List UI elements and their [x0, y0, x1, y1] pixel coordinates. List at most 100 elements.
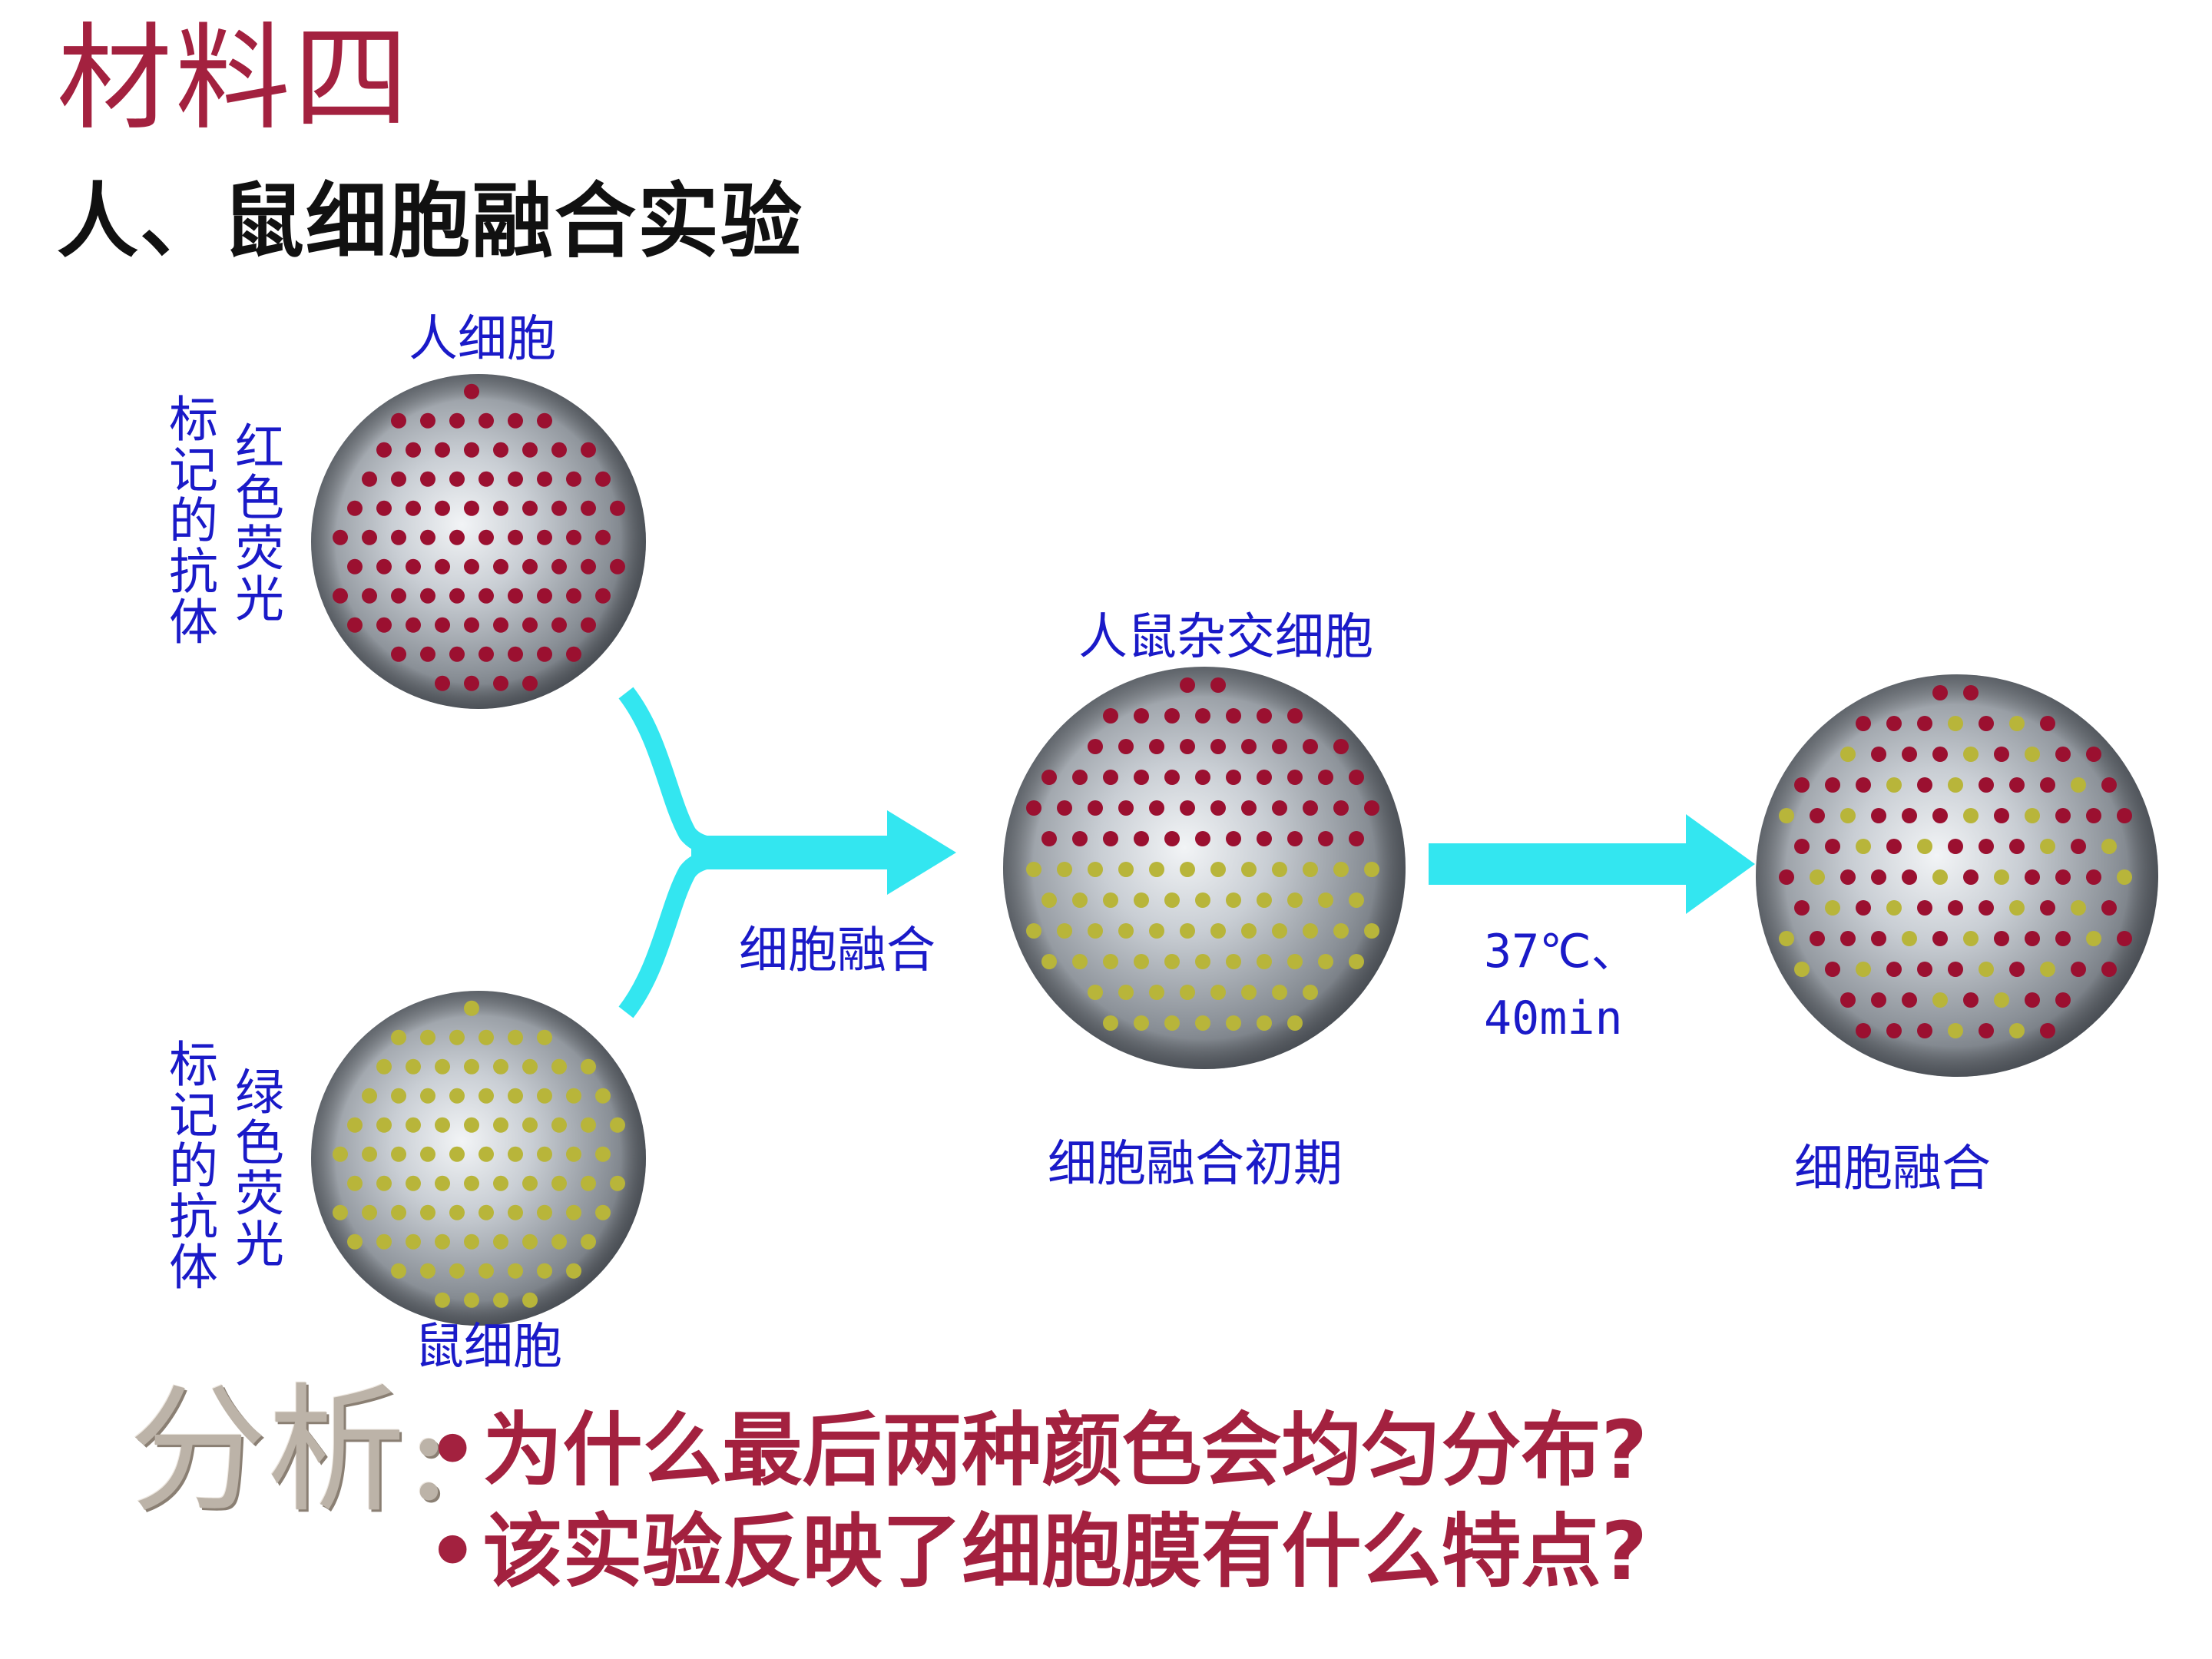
membrane-marker [2025, 808, 2040, 823]
membrane-marker [610, 500, 625, 516]
membrane-marker [595, 529, 611, 545]
membrane-marker [435, 1292, 450, 1308]
membrane-marker [464, 500, 479, 516]
membrane-marker [1210, 985, 1226, 1000]
membrane-marker [1856, 716, 1871, 731]
membrane-marker [595, 1204, 611, 1220]
membrane-marker [1210, 923, 1226, 939]
membrane-marker [2009, 777, 2025, 793]
membrane-marker [1810, 931, 1825, 946]
membrane-marker [1226, 770, 1241, 785]
membrane-marker [391, 1088, 406, 1104]
membrane-marker [2071, 839, 2086, 854]
membrane-marker [1226, 892, 1241, 908]
green-fluorescence-label: 绿色荧光 [227, 1066, 283, 1269]
membrane-marker [2055, 931, 2071, 946]
membrane-marker [1856, 777, 1871, 793]
membrane-marker [508, 1263, 523, 1279]
red-antibody-label: 标记的抗体 [161, 393, 217, 647]
membrane-marker [1840, 931, 1856, 946]
membrane-marker [2101, 777, 2117, 793]
membrane-marker [1088, 739, 1103, 754]
membrane-marker [1241, 985, 1257, 1000]
membrane-marker [537, 471, 552, 487]
arrow-head-icon [887, 810, 956, 895]
membrane-marker [449, 1263, 465, 1279]
membrane-marker [347, 1233, 363, 1250]
membrane-marker [1794, 777, 1810, 793]
membrane-marker [1794, 900, 1810, 916]
membrane-marker [1963, 808, 1979, 823]
membrane-marker [376, 1175, 392, 1191]
membrane-marker [1072, 770, 1088, 785]
green-antibody-label: 标记的抗体 [161, 1038, 217, 1292]
membrane-marker [1902, 747, 1917, 762]
membrane-marker [391, 1204, 406, 1220]
membrane-marker [1149, 862, 1164, 877]
membrane-marker [1088, 800, 1103, 816]
membrane-marker [449, 646, 465, 662]
membrane-marker [537, 1263, 552, 1279]
membrane-marker [1917, 900, 1932, 916]
membrane-marker [478, 646, 494, 662]
membrane-marker [406, 1058, 421, 1075]
membrane-marker [1164, 770, 1180, 785]
membrane-marker [1979, 777, 1994, 793]
membrane-marker [1164, 708, 1180, 724]
membrane-marker [478, 1263, 494, 1279]
membrane-marker [493, 1233, 508, 1250]
membrane-marker [2086, 808, 2101, 823]
membrane-marker [522, 675, 538, 691]
membrane-marker [1164, 831, 1180, 846]
analysis-label: 分析: [129, 1371, 452, 1532]
membrane-marker [1287, 708, 1303, 724]
question-1-text: 为什么最后两种颜色会均匀分布? [482, 1403, 1647, 1497]
membrane-marker [2101, 900, 2117, 916]
membrane-marker [1963, 869, 1979, 885]
membrane-marker [566, 1263, 581, 1279]
membrane-marker [595, 471, 611, 487]
membrane-marker [581, 1058, 596, 1075]
membrane-marker [1886, 716, 1902, 731]
membrane-marker [464, 1058, 479, 1075]
membrane-marker [508, 412, 523, 429]
membrane-marker [2055, 808, 2071, 823]
membrane-marker [1917, 1023, 1932, 1038]
membrane-marker [1041, 954, 1057, 969]
membrane-marker [2101, 839, 2117, 854]
membrane-marker [1210, 862, 1226, 877]
membrane-marker [1149, 985, 1164, 1000]
membrane-marker [2025, 747, 2040, 762]
membrane-marker [1963, 685, 1979, 700]
membrane-marker [406, 1117, 421, 1133]
membrane-marker [2086, 931, 2101, 946]
membrane-marker [537, 1029, 552, 1045]
membrane-marker [1072, 892, 1088, 908]
membrane-marker [1149, 739, 1164, 754]
membrane-marker [478, 412, 494, 429]
membrane-marker [1902, 808, 1917, 823]
page-title: 材料四 [57, 12, 412, 146]
membrane-marker [1871, 747, 1886, 762]
membrane-marker [435, 1058, 450, 1075]
membrane-marker [1840, 747, 1856, 762]
membrane-marker [1994, 869, 2009, 885]
membrane-marker [1349, 770, 1364, 785]
membrane-marker [2040, 900, 2055, 916]
membrane-marker [1088, 923, 1103, 939]
membrane-marker [566, 588, 581, 604]
membrane-marker [566, 1088, 581, 1104]
membrane-marker [391, 1146, 406, 1162]
bullet-icon: • [427, 1403, 478, 1497]
membrane-marker [493, 617, 508, 633]
membrane-marker [1026, 923, 1041, 939]
membrane-marker [347, 617, 363, 633]
membrane-marker [1226, 954, 1241, 969]
membrane-marker [1103, 1015, 1118, 1031]
membrane-marker [1287, 954, 1303, 969]
membrane-marker [420, 1088, 435, 1104]
membrane-marker [581, 617, 596, 633]
membrane-marker [522, 558, 538, 575]
membrane-marker [1103, 770, 1118, 785]
